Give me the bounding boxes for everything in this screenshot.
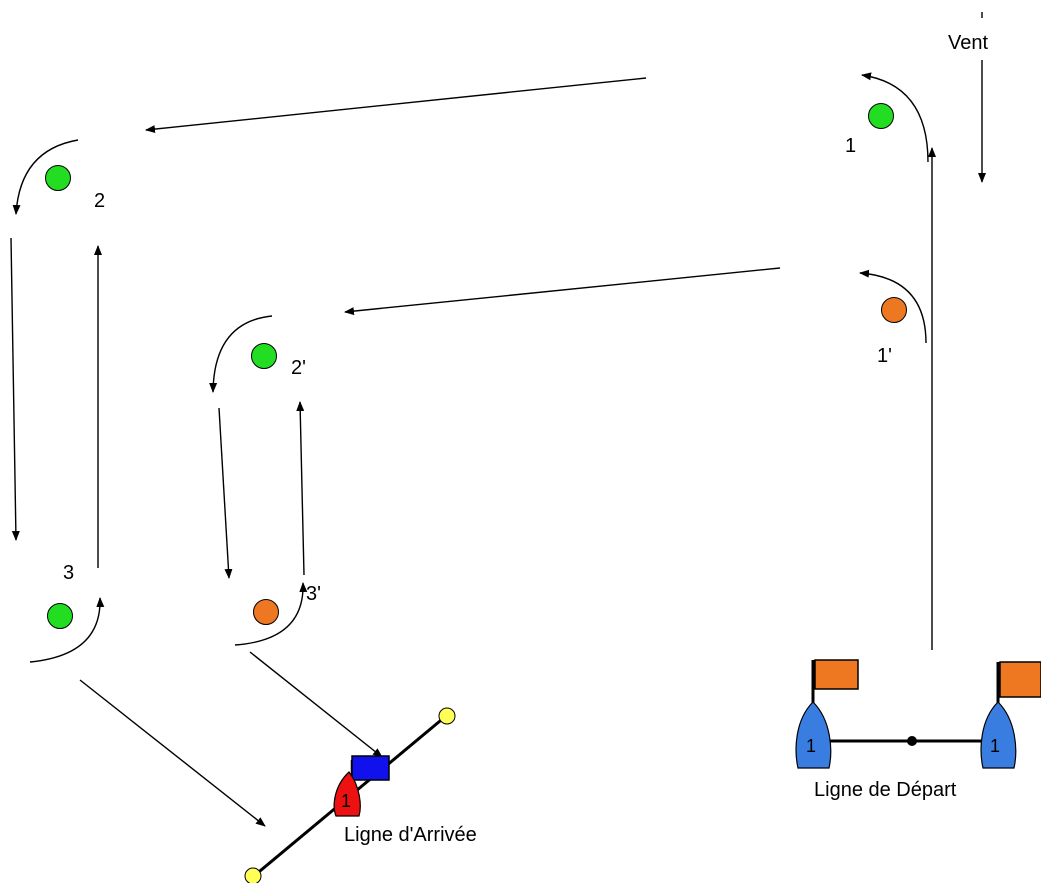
start-left-boat bbox=[795, 701, 832, 769]
rounding-mark-1p bbox=[859, 269, 927, 344]
leg-mark-1-to-mark-2 bbox=[145, 77, 647, 134]
leg-mark-3p-to-mark-2p bbox=[296, 401, 305, 576]
start-right-flag bbox=[999, 661, 1041, 698]
mark-3p-label: 3' bbox=[306, 583, 321, 605]
start-line: 1 1 Ligne de Départ bbox=[795, 659, 1041, 801]
rounding-mark-1 bbox=[861, 72, 929, 163]
start-left-flag bbox=[814, 659, 859, 690]
mark-2p-buoy bbox=[251, 343, 277, 369]
start-line-label: Ligne de Départ bbox=[814, 779, 957, 801]
mark-1p-label: 1' bbox=[877, 345, 892, 367]
mark-1-label: 1 bbox=[845, 135, 856, 157]
rounding-mark-3p bbox=[234, 582, 308, 646]
start-right-boat bbox=[980, 701, 1017, 769]
rounding-mark-2p bbox=[209, 315, 273, 393]
wind-label: Vent bbox=[948, 32, 988, 54]
mark-2: 2 bbox=[45, 165, 105, 212]
mark-2p-label: 2' bbox=[291, 357, 306, 379]
mark-3-label: 3 bbox=[63, 562, 74, 584]
start-right-boat-number: 1 bbox=[990, 736, 1000, 756]
start-left-boat-number: 1 bbox=[806, 736, 816, 756]
mark-2-buoy bbox=[45, 165, 71, 191]
mark-1-buoy bbox=[868, 103, 894, 129]
leg-mark-3p-to-finish bbox=[249, 651, 383, 758]
finish-flag bbox=[351, 755, 390, 781]
mark-1p-buoy bbox=[881, 297, 907, 323]
wind-indicator: Vent bbox=[948, 12, 988, 183]
mark-1p: 1' bbox=[877, 297, 907, 367]
leg-mark-1p-to-mark-2p bbox=[344, 267, 781, 316]
rounding-mark-3 bbox=[29, 597, 105, 663]
leg-mark-2p-to-mark-3p bbox=[218, 407, 233, 579]
mark-3p: 3' bbox=[253, 583, 321, 625]
mark-2p: 2' bbox=[251, 343, 306, 379]
leg-mark-2-to-mark-3 bbox=[10, 237, 20, 541]
mark-3-buoy bbox=[47, 603, 73, 629]
finish-line-label: Ligne d'Arrivée bbox=[344, 824, 477, 846]
start-line-midpoint bbox=[907, 736, 917, 746]
leg-mark-3-to-finish bbox=[79, 679, 266, 827]
mark-3: 3 bbox=[47, 562, 74, 629]
course-legs bbox=[10, 77, 936, 827]
finish-boat-number: 1 bbox=[341, 791, 351, 811]
rounding-curves bbox=[12, 72, 929, 663]
finish-buoy-bottom bbox=[244, 867, 262, 885]
finish-buoy-top bbox=[438, 707, 456, 725]
mark-1: 1 bbox=[845, 103, 894, 157]
rounding-mark-2 bbox=[12, 139, 79, 215]
mark-2-label: 2 bbox=[94, 190, 105, 212]
finish-boat bbox=[333, 771, 361, 817]
finish-line: 1 Ligne d'Arrivée bbox=[244, 707, 477, 885]
mark-3p-buoy bbox=[253, 599, 279, 625]
